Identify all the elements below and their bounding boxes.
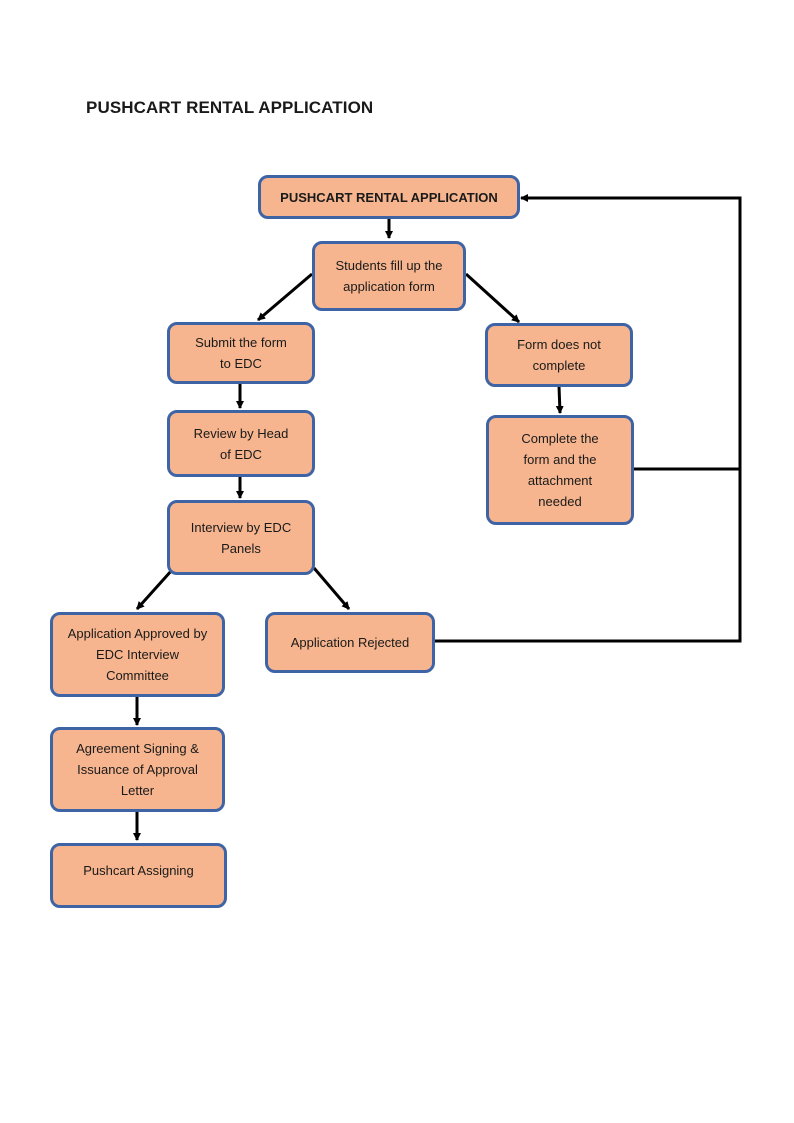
node-complete-form: Complete the form and the attachment nee…: [486, 415, 634, 525]
node-interview: Interview by EDC Panels: [167, 500, 315, 575]
node-start: PUSHCART RENTAL APPLICATION: [258, 175, 520, 219]
node-assigning: Pushcart Assigning: [50, 843, 227, 908]
node-rejected: Application Rejected: [265, 612, 435, 673]
arrow-fill-to-incomplete: [464, 272, 521, 324]
node-approved: Application Approved by EDC Interview Co…: [50, 612, 225, 697]
node-agreement: Agreement Signing & Issuance of Approval…: [50, 727, 225, 812]
page-title: PUSHCART RENTAL APPLICATION: [86, 98, 374, 117]
arrow-incomplete-to-complete: [555, 385, 564, 414]
node-submit-form: Submit the form to EDC: [167, 322, 315, 384]
loop-rejected-to-start: [434, 469, 742, 643]
arrow-fill-to-submit: [257, 272, 313, 322]
loop-complete-to-start: [520, 194, 742, 471]
node-review: Review by Head of EDC: [167, 410, 315, 477]
node-form-incomplete: Form does not complete: [485, 323, 633, 387]
node-fill-form: Students fill up the application form: [312, 241, 466, 311]
arrow-interview-to-approved: [135, 568, 174, 611]
arrow-interview-to-rejected: [312, 567, 351, 610]
